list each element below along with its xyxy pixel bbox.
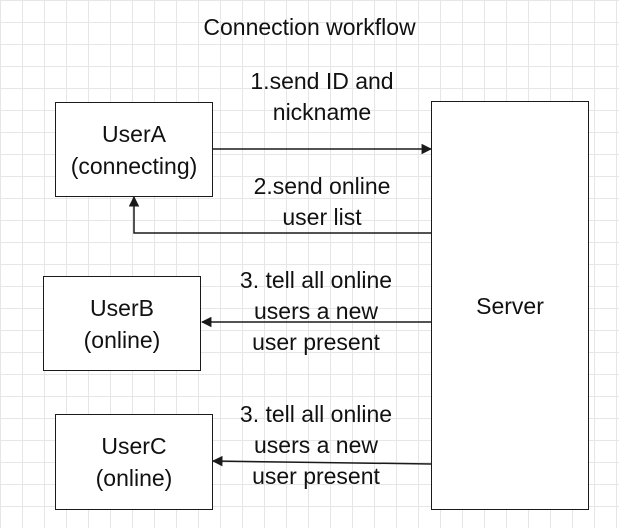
node-usera: UserA (connecting) <box>55 102 213 197</box>
node-userc-name: UserC <box>101 433 167 459</box>
edge-label-line: user list <box>282 204 362 230</box>
node-server: Server <box>431 101 589 510</box>
edge-label-tell-userc: 3. tell all online users a new user pres… <box>206 399 426 492</box>
edge-label-line: 3. tell all online <box>239 401 393 427</box>
node-userb: UserB (online) <box>43 276 201 371</box>
node-userc-status: (online) <box>95 465 173 491</box>
edge-label-line: users a new <box>253 432 378 458</box>
edge-label-send-id: 1.send ID and nickname <box>213 66 431 128</box>
edge-label-line: user present <box>252 463 380 489</box>
edge-label-line: 1.send ID and <box>250 68 394 94</box>
node-userb-status: (online) <box>83 326 161 353</box>
node-server-label: Server <box>476 292 544 319</box>
node-userb-name: UserB <box>90 294 154 321</box>
edge-label-line: users a new <box>253 298 378 324</box>
diagram-title: Connection workflow <box>203 14 416 40</box>
node-usera-name: UserA <box>102 120 166 147</box>
edge-label-tell-userb: 3. tell all online users a new user pres… <box>206 265 426 358</box>
edge-label-line: nickname <box>272 99 372 125</box>
node-userc: UserC (online) <box>55 414 213 510</box>
edge-label-send-user-list: 2.send online user list <box>213 171 431 233</box>
edge-label-line: 2.send online <box>253 173 391 199</box>
edge-label-line: 3. tell all online <box>239 267 393 293</box>
edge-label-line: user present <box>252 329 380 355</box>
node-usera-status: (connecting) <box>70 152 198 179</box>
